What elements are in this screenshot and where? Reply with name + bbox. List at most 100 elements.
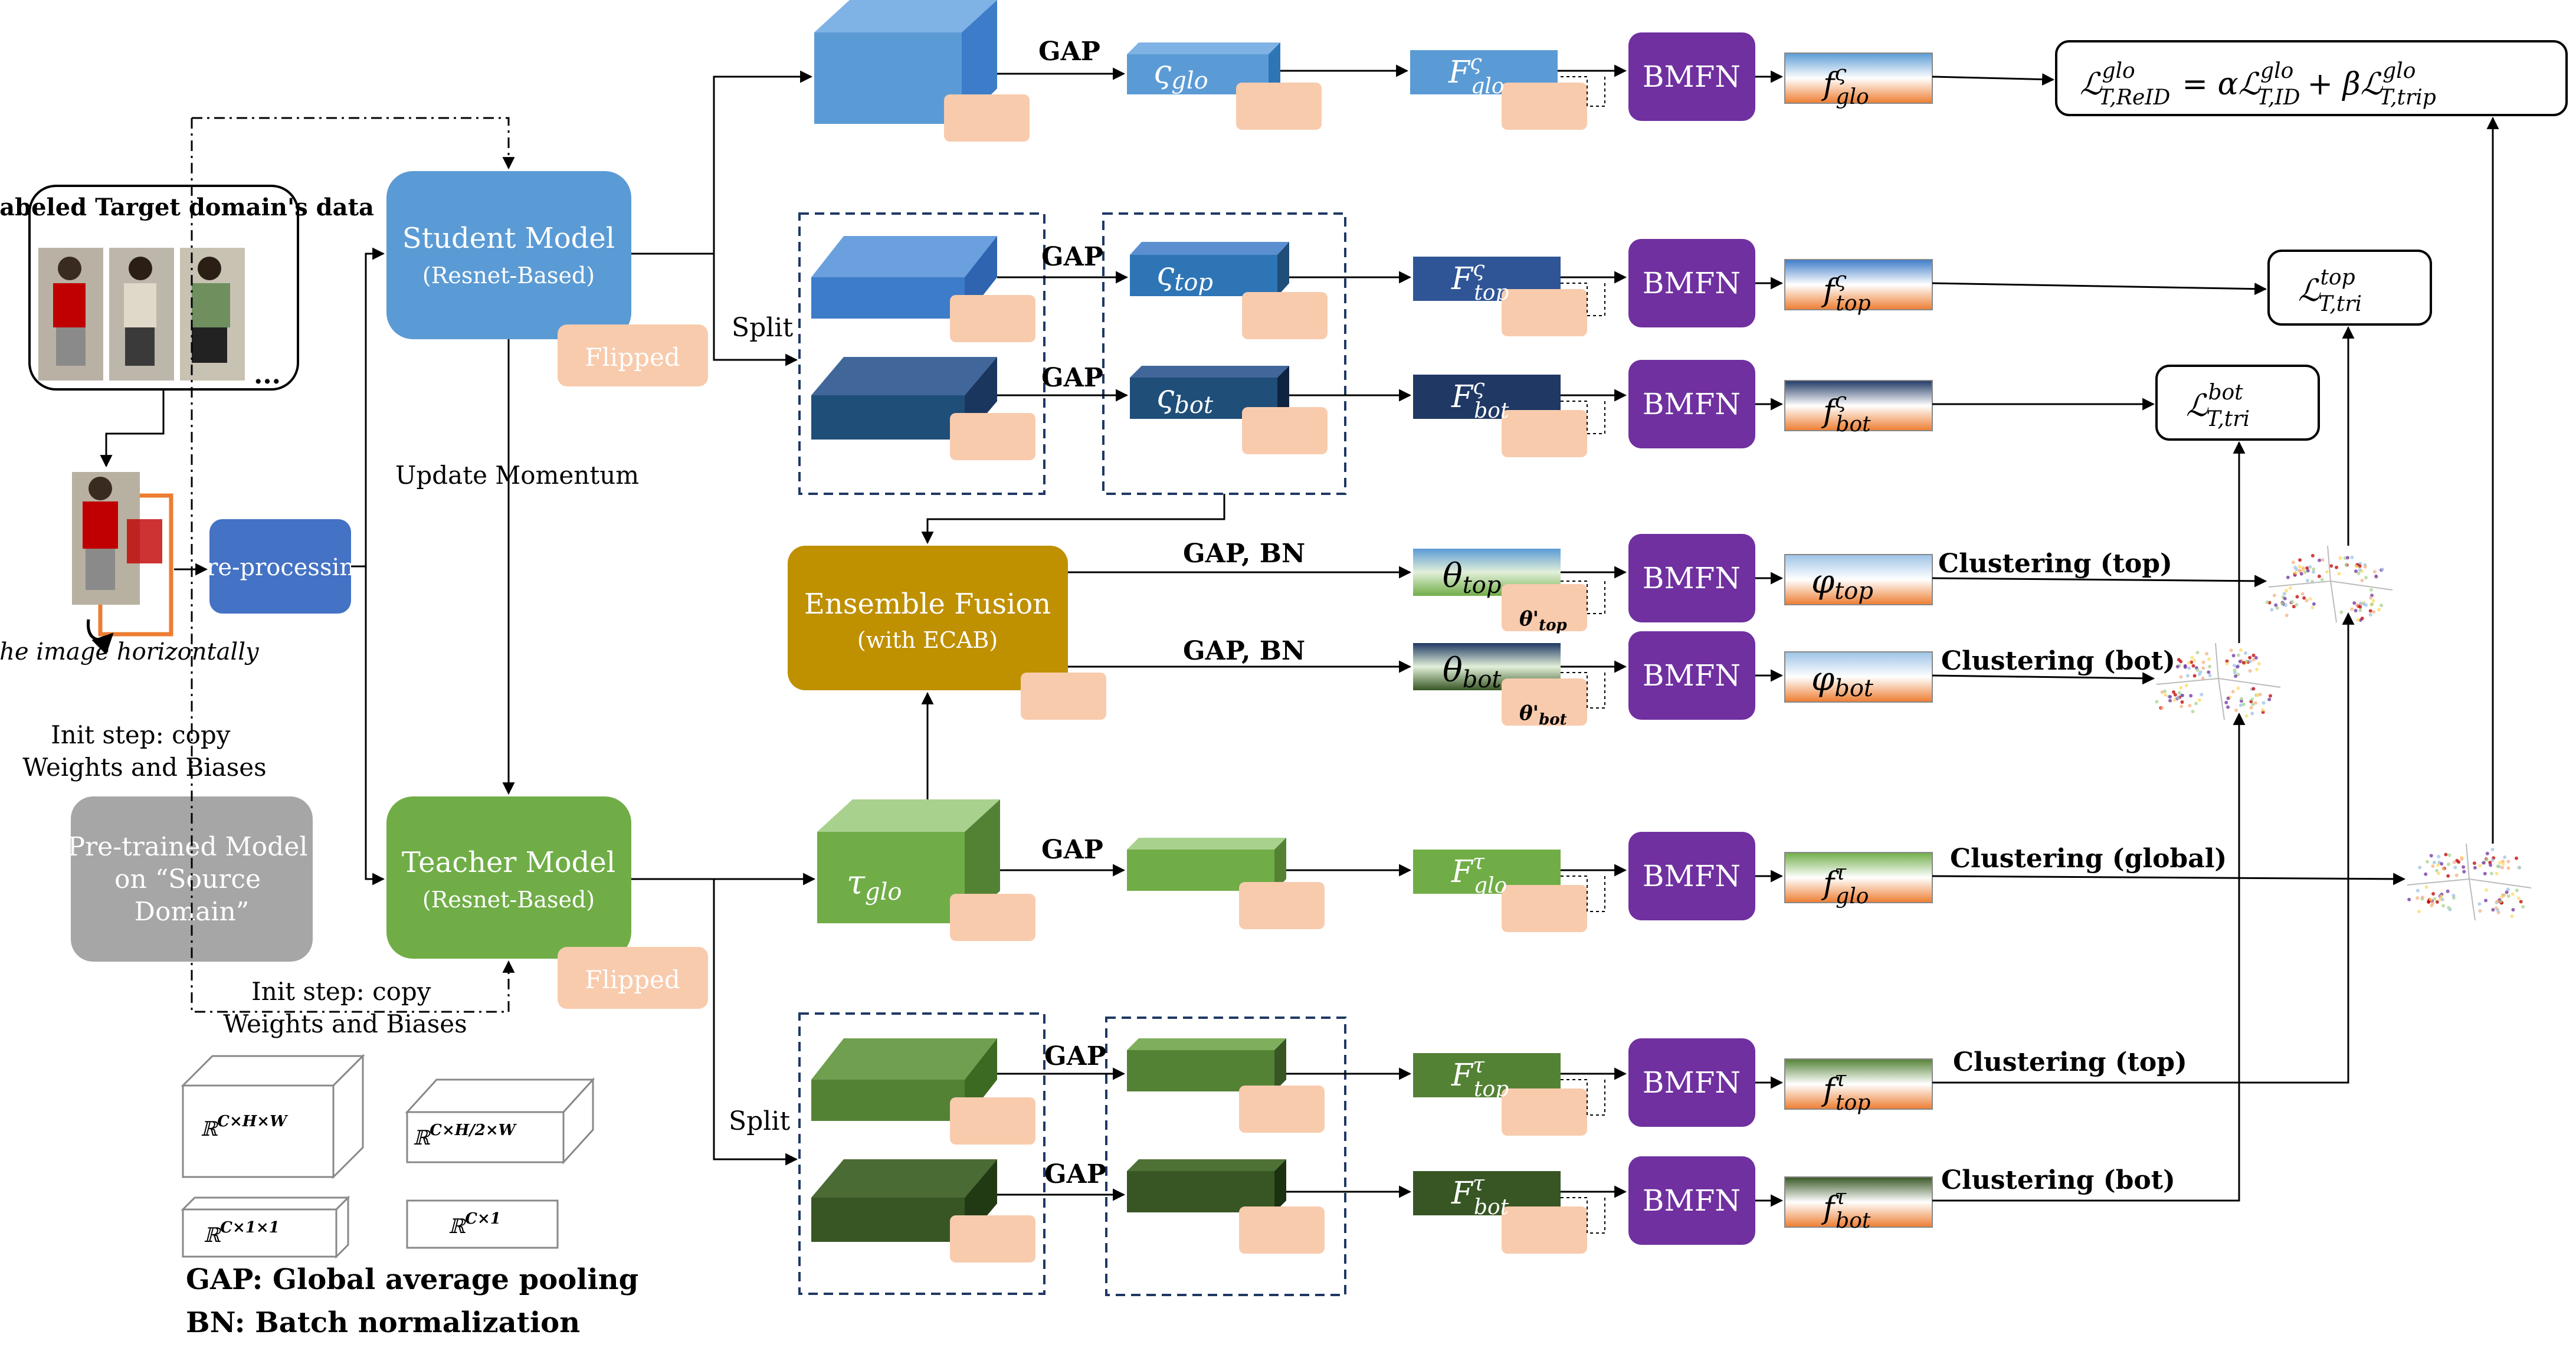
cluster-point bbox=[2350, 555, 2354, 559]
cluster-point bbox=[2491, 908, 2495, 912]
cluster-point bbox=[2298, 569, 2302, 573]
cluster-point bbox=[2293, 565, 2298, 569]
cluster-point bbox=[2208, 664, 2212, 668]
bmfn-block bbox=[1628, 832, 1755, 920]
cluster-point bbox=[2305, 599, 2309, 603]
cluster-point bbox=[2506, 860, 2511, 864]
cluster-point bbox=[2308, 565, 2312, 569]
cluster-point bbox=[2198, 670, 2203, 674]
gap-bn-label: GAP, BN bbox=[1183, 636, 1305, 666]
bmfn-block bbox=[1628, 360, 1755, 448]
cluster-boundary bbox=[2156, 642, 2281, 720]
svg-text:Flipped: Flipped bbox=[585, 965, 680, 994]
cluster-point bbox=[2180, 693, 2184, 697]
bmfn-label: BMFN bbox=[1643, 561, 1741, 595]
cluster-point bbox=[2510, 914, 2514, 919]
cluster-point bbox=[2184, 683, 2188, 687]
cluster-point bbox=[2472, 861, 2476, 865]
bmfn-label: BMFN bbox=[1643, 387, 1741, 421]
cluster-point bbox=[2302, 596, 2306, 600]
cluster-point bbox=[2291, 560, 2295, 565]
cluster-point bbox=[2501, 862, 2505, 866]
preprocessing-block: Pre-processing bbox=[191, 519, 370, 614]
cluster-point bbox=[2251, 653, 2256, 657]
ensemble-fusion-block: Ensemble Fusion (with ECAB) bbox=[788, 546, 1106, 720]
cluster-point bbox=[2503, 855, 2507, 859]
cluster-point bbox=[2485, 888, 2489, 892]
cluster-point bbox=[2254, 656, 2258, 660]
cluster-point bbox=[2185, 674, 2190, 678]
cluster-point bbox=[2457, 860, 2461, 864]
f-s-glo-vector bbox=[1784, 53, 1933, 104]
cluster-point bbox=[2275, 606, 2279, 610]
bmfn-block bbox=[1628, 1038, 1755, 1127]
cluster-point bbox=[2452, 860, 2456, 864]
cluster-point bbox=[2225, 662, 2229, 666]
cluster-point bbox=[2244, 714, 2249, 718]
cluster-point bbox=[2283, 603, 2287, 607]
bmfn-label: BMFN bbox=[1643, 859, 1741, 893]
bmfn-label: BMFN bbox=[1643, 1183, 1741, 1218]
gap-label: GAP bbox=[1041, 835, 1103, 865]
bmfn-block bbox=[1628, 32, 1755, 121]
cluster-point bbox=[2248, 660, 2252, 664]
cluster-point bbox=[2329, 564, 2334, 568]
cluster-point bbox=[2241, 702, 2246, 706]
cluster-point bbox=[2440, 897, 2444, 901]
cluster-point bbox=[2407, 897, 2411, 901]
cluster-point bbox=[2498, 861, 2502, 865]
cluster-point bbox=[2265, 600, 2269, 604]
student-top-feature-cube bbox=[811, 236, 1035, 342]
bmfn-block bbox=[1628, 534, 1755, 622]
cluster-point bbox=[2290, 600, 2294, 604]
clustering-bot-label: Clustering (bot) bbox=[1941, 646, 2175, 676]
cluster-point bbox=[2427, 900, 2431, 904]
cluster-point bbox=[2250, 697, 2254, 701]
cluster-point bbox=[2358, 568, 2362, 572]
update-momentum-label: Update Momentum bbox=[395, 461, 639, 490]
cluster-point bbox=[2190, 655, 2194, 660]
cluster-point bbox=[2239, 648, 2243, 652]
cluster-point bbox=[2447, 906, 2451, 910]
cluster-point bbox=[2371, 599, 2375, 603]
clustering-bot-label-teacher: Clustering (bot) bbox=[1941, 1165, 2175, 1195]
pretrained-label: Pre-trained Model on “Source Domain” bbox=[68, 832, 316, 927]
cluster-point bbox=[2489, 863, 2493, 867]
cluster-point bbox=[2248, 655, 2252, 660]
cluster-point bbox=[2420, 895, 2424, 899]
cluster-point bbox=[2303, 570, 2307, 574]
cluster-point bbox=[2380, 568, 2384, 572]
cluster-point bbox=[2233, 668, 2237, 672]
split-label: Split bbox=[732, 313, 793, 343]
cluster-point bbox=[2432, 860, 2436, 864]
ellipsis-text: ... bbox=[254, 360, 281, 390]
cluster-point bbox=[2283, 596, 2287, 601]
cluster-point bbox=[2436, 863, 2440, 867]
cluster-point bbox=[2312, 602, 2316, 606]
bmfn-label: BMFN bbox=[1643, 60, 1741, 94]
cluster-point bbox=[2308, 597, 2312, 601]
cluster-point bbox=[2350, 607, 2354, 611]
cluster-point bbox=[2478, 864, 2482, 868]
cluster-point bbox=[2257, 662, 2261, 666]
cluster-point bbox=[2226, 705, 2230, 709]
cluster-point bbox=[2172, 690, 2176, 694]
cluster-scatter-bot bbox=[2155, 642, 2281, 720]
cluster-point bbox=[2224, 700, 2228, 704]
connectors-main bbox=[631, 64, 2499, 1234]
cluster-point bbox=[2207, 670, 2211, 674]
cluster-point bbox=[2417, 910, 2421, 914]
bmfn-label: BMFN bbox=[1643, 1065, 1741, 1100]
person-thumbnail-2 bbox=[109, 248, 174, 381]
cluster-point bbox=[2344, 563, 2348, 567]
legend-ch2w-cube: ℝC×H/2×W bbox=[405, 1077, 595, 1165]
cluster-point bbox=[2255, 667, 2259, 671]
cluster-point bbox=[2352, 601, 2357, 605]
cluster-point bbox=[2368, 609, 2372, 613]
